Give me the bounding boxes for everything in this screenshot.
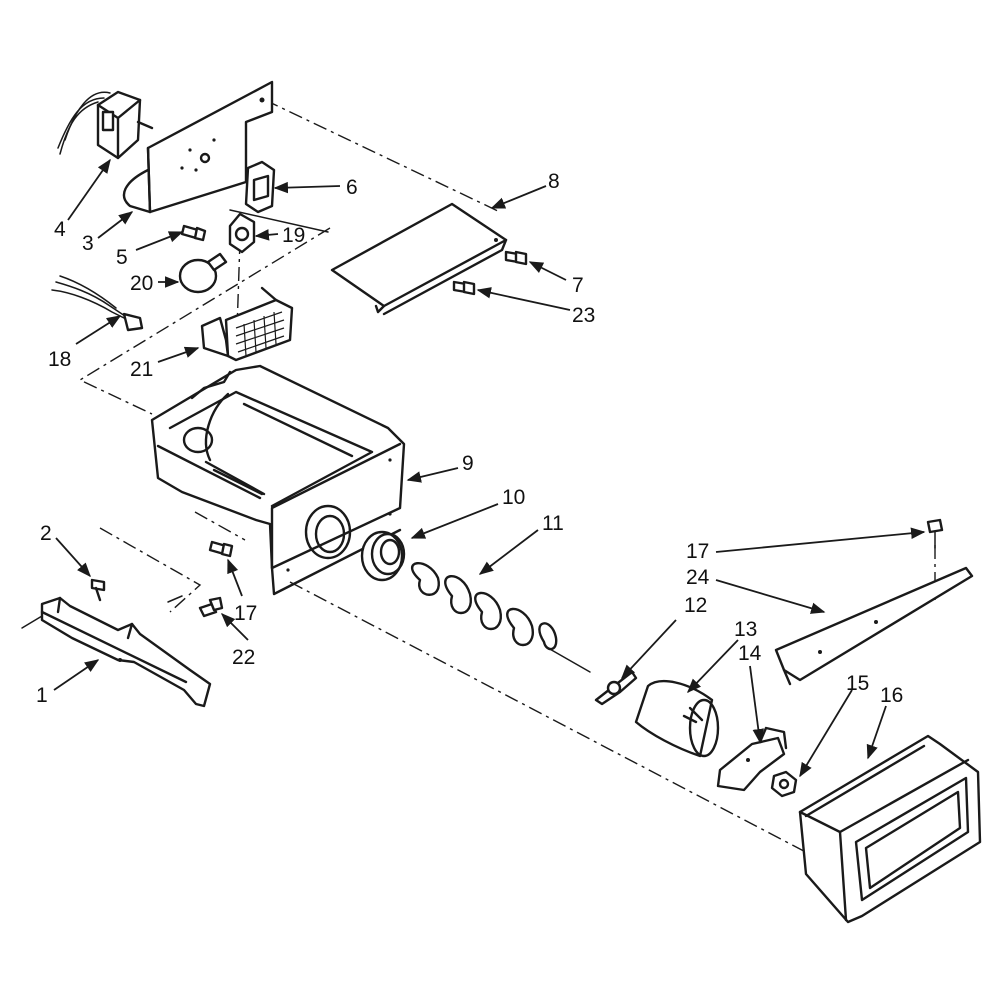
part-13-sleeve <box>634 679 720 758</box>
callout-9: 9 <box>462 452 474 475</box>
callout-17-lower: 17 <box>234 602 257 625</box>
part-16-front-cover <box>798 734 982 924</box>
part-20-bulb <box>178 252 228 294</box>
callout-12: 12 <box>684 594 707 617</box>
part-15-nut <box>770 770 798 798</box>
part-3-control-panel <box>122 80 274 214</box>
callout-8: 8 <box>548 170 560 193</box>
callout-13: 13 <box>734 618 757 641</box>
part-23-screw <box>452 280 476 296</box>
part-17-screw-upper <box>926 518 944 549</box>
part-21-bracket <box>200 286 294 362</box>
part-9-housing <box>150 364 406 596</box>
callout-10: 10 <box>502 486 525 509</box>
callout-1: 1 <box>36 684 48 707</box>
part-12-blade <box>594 670 638 706</box>
part-19-lamp-socket <box>228 212 256 254</box>
part-11-auger <box>411 562 591 673</box>
part-24-shield <box>774 566 974 686</box>
group-outline <box>229 209 329 233</box>
callout-3: 3 <box>82 232 94 255</box>
callout-labels: 1 2 3 4 5 6 7 8 9 10 11 12 13 14 15 16 1… <box>36 170 903 707</box>
leader-lines <box>53 158 926 778</box>
callout-4: 4 <box>54 218 66 241</box>
callout-2: 2 <box>40 522 52 545</box>
callout-5: 5 <box>116 246 128 269</box>
callout-21: 21 <box>130 358 153 381</box>
part-22-screw <box>198 596 224 618</box>
part-6-switch <box>244 160 276 214</box>
callout-7: 7 <box>572 274 584 297</box>
callout-23: 23 <box>572 304 595 327</box>
part-10-cap <box>360 530 406 582</box>
callout-20: 20 <box>130 272 153 295</box>
part-17-screw-lower <box>208 540 234 558</box>
part-2-screw <box>90 578 106 602</box>
callout-18: 18 <box>48 348 71 371</box>
callout-22: 22 <box>232 646 255 669</box>
part-1-bottom-rail <box>21 595 212 708</box>
part-18-wire-harness <box>51 275 144 332</box>
callout-16: 16 <box>880 684 903 707</box>
callout-17-upper: 17 <box>686 540 709 563</box>
callout-19: 19 <box>282 224 305 247</box>
callout-11: 11 <box>542 512 564 535</box>
part-4-motor <box>57 90 154 160</box>
callout-14: 14 <box>738 642 762 665</box>
part-7-screw <box>504 250 528 266</box>
callout-15: 15 <box>846 672 869 695</box>
callout-6: 6 <box>346 176 358 199</box>
callout-24: 24 <box>686 566 710 589</box>
part-8-cover-plate <box>330 202 508 316</box>
part-5-screw <box>180 224 207 242</box>
